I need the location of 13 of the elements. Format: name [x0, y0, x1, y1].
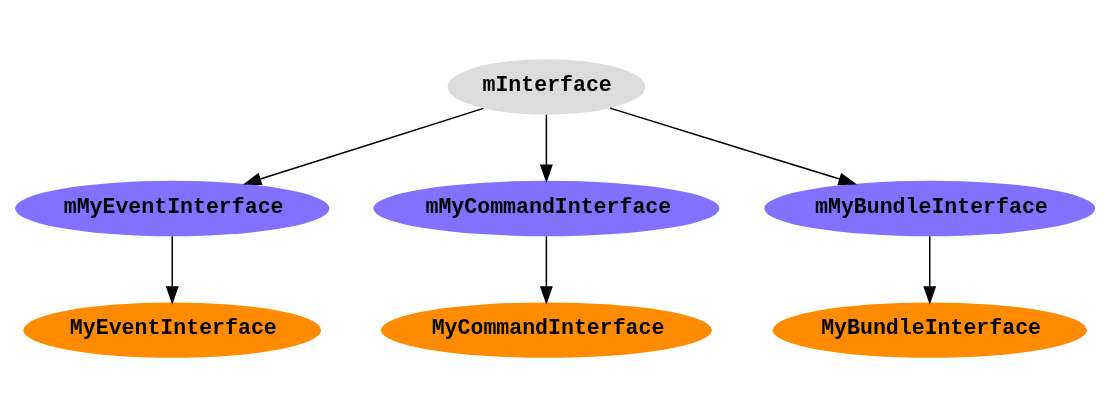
- arrow: [539, 113, 553, 184]
- node-ellipse: MyEventInterface: [23, 302, 322, 358]
- arrow: [609, 107, 857, 186]
- node-ellipse: mMyEventInterface: [15, 180, 330, 237]
- arrow: [923, 235, 937, 305]
- arrow: [242, 107, 485, 186]
- arrow: [165, 235, 179, 305]
- arrow: [539, 235, 553, 305]
- node-ellipse: MyCommandInterface: [380, 302, 712, 358]
- node-ellipse: MyBundleInterface: [772, 302, 1087, 358]
- node-ellipse: mInterface: [447, 59, 646, 115]
- node-ellipse: mMyBundleInterface: [764, 180, 1096, 237]
- node-ellipse: mMyCommandInterface: [373, 180, 720, 237]
